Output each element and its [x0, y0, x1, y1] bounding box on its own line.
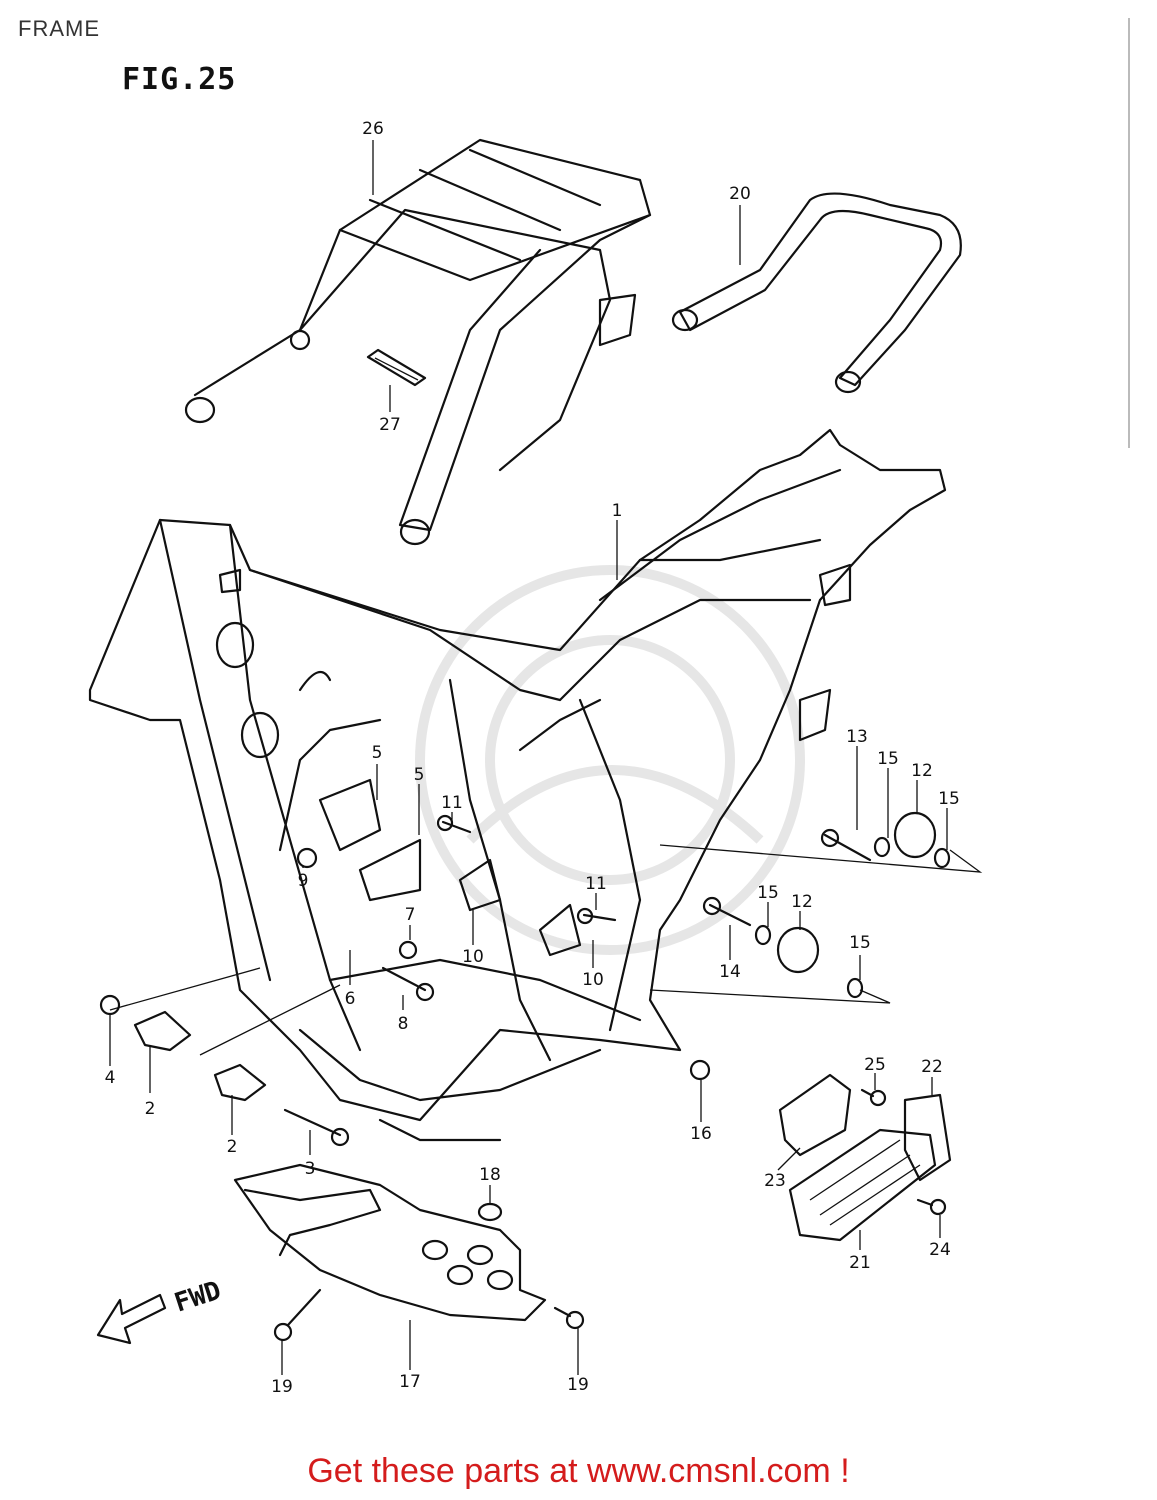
- callout-5: 5: [372, 743, 383, 763]
- callout-23: 23: [764, 1171, 786, 1191]
- bracket-part-2: [133, 1010, 267, 1102]
- callout-19: 19: [567, 1375, 589, 1395]
- callout-12: 12: [791, 892, 813, 912]
- bolt-part-24: [916, 1198, 947, 1216]
- callout-15: 15: [877, 749, 899, 769]
- callout-5: 5: [414, 765, 425, 785]
- figure-label: FIG.25: [122, 62, 237, 97]
- bolt-part-3: [283, 1108, 350, 1147]
- callout-16: 16: [690, 1124, 712, 1144]
- callout-11: 11: [585, 874, 607, 894]
- callout-21: 21: [849, 1253, 871, 1273]
- bolt-part-11b: [576, 907, 617, 925]
- bolt-part-19b: [553, 1306, 585, 1330]
- forward-direction-arrow-icon: [96, 1293, 167, 1345]
- mount-guide-lines: [109, 844, 983, 1056]
- callout-10: 10: [462, 947, 484, 967]
- margin-rule: [1128, 18, 1130, 448]
- callout-4: 4: [105, 1068, 116, 1088]
- callout-leaders: [109, 140, 948, 1375]
- bolt-part-13: [820, 828, 872, 862]
- forward-label: FWD: [171, 1276, 225, 1319]
- callout-26: 26: [362, 119, 384, 139]
- callout-10: 10: [582, 970, 604, 990]
- bracket-part-22: [903, 1093, 952, 1182]
- bolt-part-11a: [436, 814, 472, 834]
- callout-6: 6: [345, 989, 356, 1009]
- callout-labels: 1 2 2 3 4 5 5 6 7 8 9 10 10 11 11 12 12 …: [105, 119, 960, 1397]
- cushion-part-12a: [893, 811, 937, 859]
- callout-24: 24: [929, 1240, 951, 1260]
- callout-25: 25: [864, 1055, 886, 1075]
- callout-18: 18: [479, 1165, 501, 1185]
- bolt-part-8: [381, 966, 435, 1002]
- bolt-part-25: [860, 1088, 887, 1107]
- callout-15: 15: [938, 789, 960, 809]
- callout-1: 1: [612, 501, 623, 521]
- page-title: FRAME: [18, 16, 100, 41]
- callout-15: 15: [849, 933, 871, 953]
- callout-19: 19: [271, 1377, 293, 1397]
- callout-8: 8: [398, 1014, 409, 1034]
- tail-light-part-21: [788, 1128, 937, 1242]
- bolt-part-19a: [273, 1288, 322, 1342]
- callout-15: 15: [757, 883, 779, 903]
- skid-plate-part-17: [233, 1163, 547, 1322]
- callout-2: 2: [227, 1137, 238, 1157]
- callout-3: 3: [305, 1159, 316, 1179]
- footer-banner[interactable]: Get these parts at www.cmsnl.com !: [307, 1452, 850, 1490]
- bracket-part-23: [778, 1073, 852, 1157]
- callout-13: 13: [846, 727, 868, 747]
- nut-part-16: [689, 1059, 711, 1081]
- nut-part-4: [99, 994, 121, 1016]
- main-frame-part-1: [88, 428, 947, 1142]
- callout-14: 14: [719, 962, 741, 982]
- cushion-part-12b: [776, 926, 820, 974]
- callout-2: 2: [145, 1099, 156, 1119]
- callout-12: 12: [911, 761, 933, 781]
- nut-part-9: [296, 847, 318, 869]
- callout-27: 27: [379, 415, 401, 435]
- callout-17: 17: [399, 1372, 421, 1392]
- grab-bar-part-20: [671, 192, 962, 394]
- bolt-part-14: [702, 896, 752, 927]
- callout-22: 22: [921, 1057, 943, 1077]
- callout-9: 9: [298, 871, 309, 891]
- reflector-part-27: [366, 348, 427, 387]
- grommet-part-18: [477, 1202, 503, 1222]
- callout-20: 20: [729, 184, 751, 204]
- nut-part-7: [398, 940, 418, 960]
- callout-11: 11: [441, 793, 463, 813]
- rear-carrier-part-26: [184, 138, 652, 546]
- washer-part-15: [754, 836, 951, 999]
- callout-7: 7: [405, 905, 416, 925]
- watermark-logo: [415, 565, 805, 955]
